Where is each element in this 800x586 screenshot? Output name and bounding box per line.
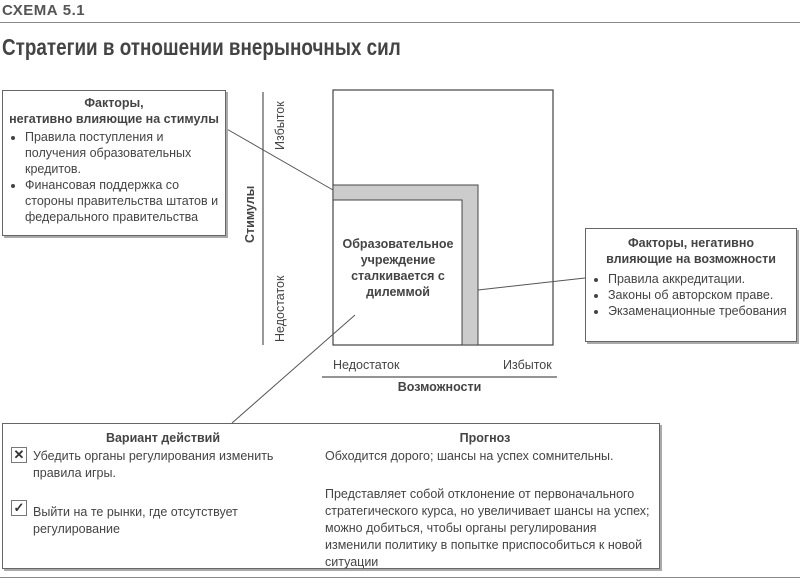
action-text: Убедить органы регулирования изменить пр… (33, 449, 274, 480)
x-axis-label: Возможности (397, 380, 482, 394)
col-action-title: Вариант действий (105, 431, 221, 445)
action-text: Выйти на те рынки, где отсутствует регул… (33, 505, 238, 536)
forecast-text: Представляет собой отклонение от первона… (325, 487, 650, 569)
forecast-text: Обходится дорого; шансы на успех сомните… (325, 449, 614, 463)
gray-l-band (332, 184, 479, 346)
connector-bottom (231, 314, 356, 424)
left-factors-box: Факторы, негативно влияющие на стимулы П… (2, 90, 226, 236)
right-box-title: Факторы, негативно влияющие на возможнос… (606, 236, 776, 266)
list-item: Правила поступления и получения образова… (25, 129, 225, 177)
list-item: Экзаменационные требования (608, 303, 796, 319)
left-box-subtitle: негативно влияющие на стимулы (9, 112, 219, 126)
connector-left (224, 127, 334, 191)
list-item: Законы об авторском праве. (608, 287, 796, 303)
y-axis-label: Стимулы (243, 185, 257, 243)
footer-rule (0, 577, 800, 578)
x-axis-high-label: Избыток (503, 358, 552, 372)
check-icon: ✓ (11, 500, 27, 516)
x-axis-low-label: Недостаток (333, 358, 400, 372)
scheme-number: СХЕМА 5.1 (2, 2, 86, 19)
center-label: Образовательное учреждение сталкивается … (342, 237, 454, 299)
list-item: Правила аккредитации. (608, 271, 796, 287)
header-rule (0, 22, 800, 23)
y-axis-high-label: Избыток (273, 101, 287, 150)
page-title: Стратегии в отношении внерыночных сил (2, 34, 401, 60)
right-factors-box: Факторы, негативно влияющие на возможнос… (585, 228, 797, 342)
matrix-square (332, 89, 554, 346)
cross-icon: ✕ (11, 447, 27, 463)
connector-right (477, 277, 586, 291)
y-axis-low-label: Недостаток (273, 275, 287, 342)
col-forecast-title: Прогноз (459, 431, 511, 445)
left-box-title: Факторы, (84, 96, 144, 110)
list-item: Финансовая поддержка со стороны правител… (25, 177, 225, 225)
actions-forecast-box: Вариант действий Прогноз ✕ Убедить орган… (2, 423, 660, 569)
